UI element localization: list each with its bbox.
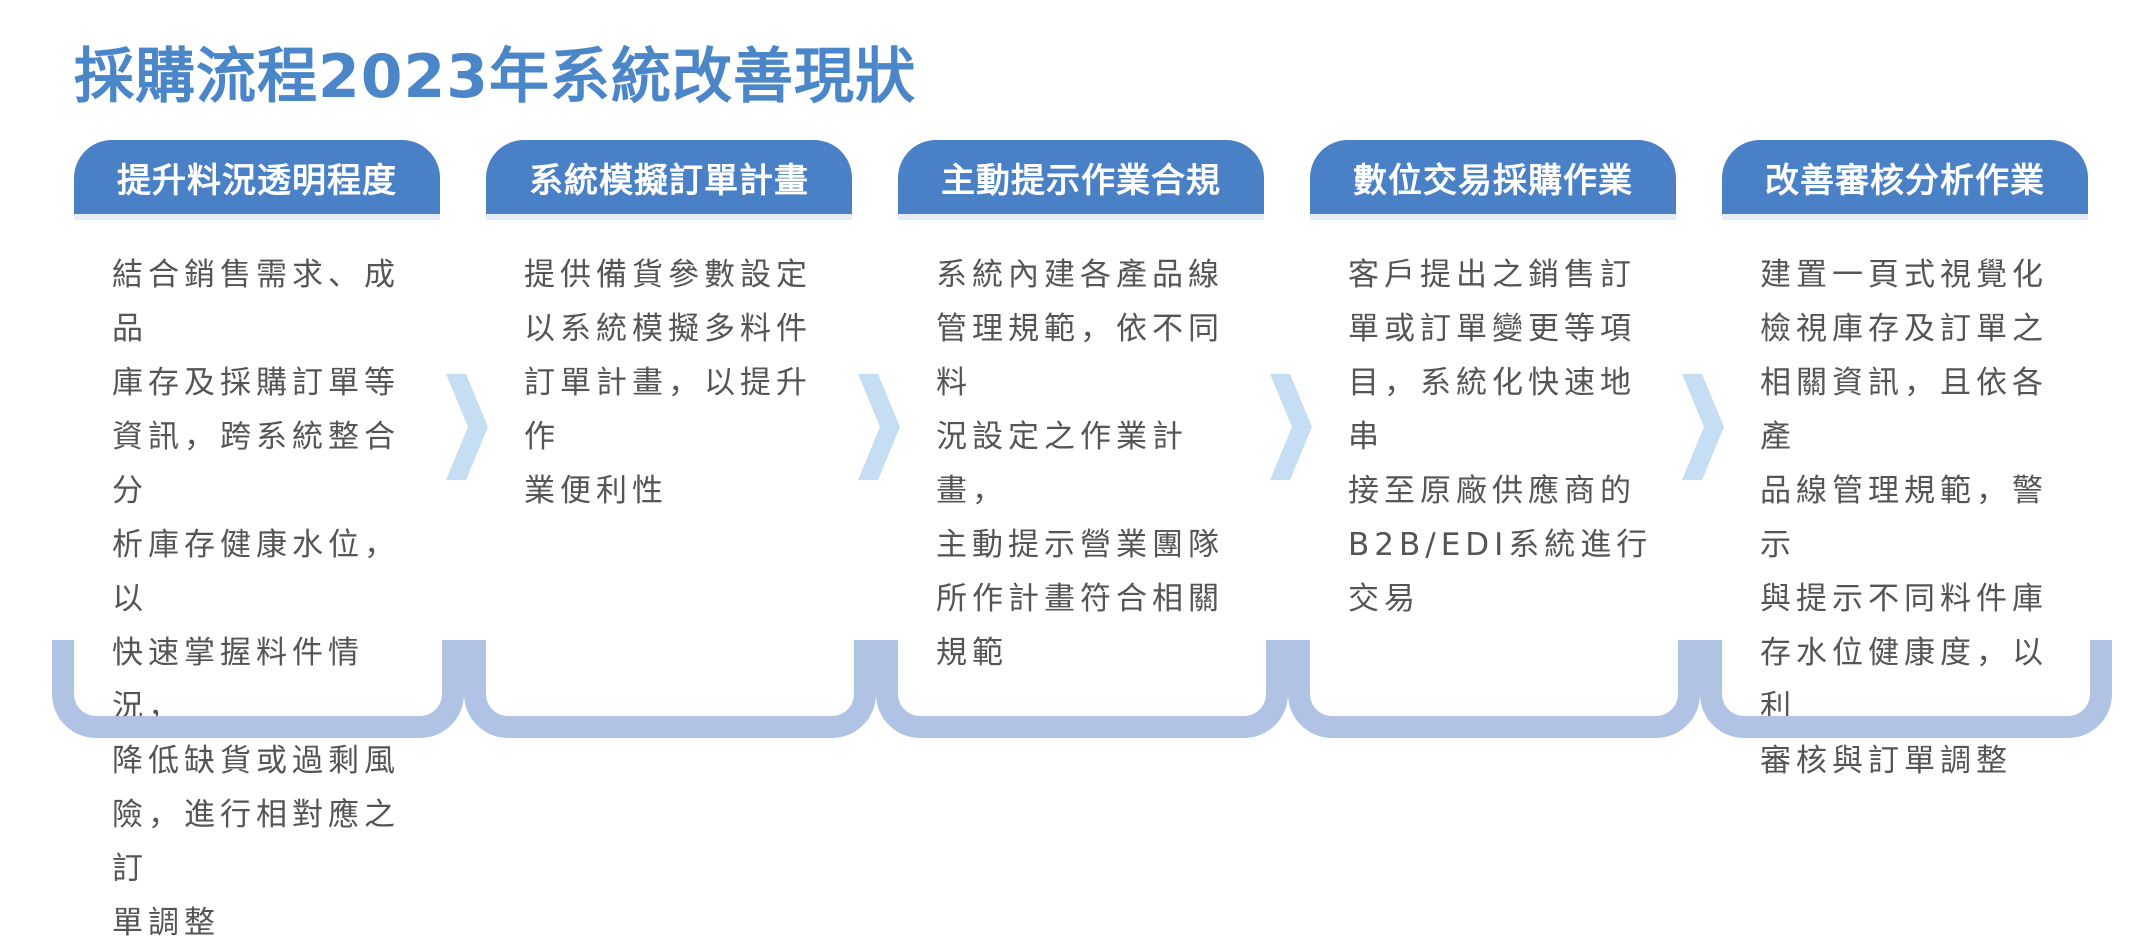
step-header: 改善審核分析作業 — [1722, 140, 2088, 220]
process-step-5: 改善審核分析作業 建置一頁式視覺化 檢視庫存及訂單之 相關資訊，且依各產 品線管… — [1700, 140, 2112, 779]
step-header: 系統模擬訂單計畫 — [486, 140, 852, 220]
step-title: 系統模擬訂單計畫 — [529, 160, 809, 201]
step-bracket — [1700, 640, 2112, 738]
step-title: 改善審核分析作業 — [1765, 160, 2045, 201]
step-description: 結合銷售需求、成品 庫存及採購訂單等 資訊，跨系統整合分 析庫存健康水位，以 快… — [112, 257, 400, 941]
step-description: 提供備貨參數設定 以系統模擬多料件 訂單計畫，以提升作 業便利性 — [524, 257, 812, 509]
step-bracket — [52, 640, 464, 738]
step-bracket — [464, 640, 876, 738]
step-header: 數位交易採購作業 — [1310, 140, 1676, 220]
step-description: 建置一頁式視覺化 檢視庫存及訂單之 相關資訊，且依各產 品線管理規範，警示 與提… — [1760, 257, 2048, 779]
chevron-right-icon — [858, 374, 900, 480]
chevron-right-icon — [1270, 374, 1312, 480]
step-title: 數位交易採購作業 — [1353, 160, 1633, 201]
step-header: 提升料況透明程度 — [74, 140, 440, 220]
step-header: 主動提示作業合規 — [898, 140, 1264, 220]
step-bracket — [1288, 640, 1700, 738]
step-title: 主動提示作業合規 — [941, 160, 1221, 201]
process-step-1: 提升料況透明程度 結合銷售需求、成品 庫存及採購訂單等 資訊，跨系統整合分 析庫… — [52, 140, 464, 941]
step-description: 系統內建各產品線 管理規範，依不同料 況設定之作業計畫， 主動提示營業團隊 所作… — [936, 257, 1224, 671]
page-title: 採購流程2023年系統改善現狀 — [74, 42, 916, 112]
process-step-2: 系統模擬訂單計畫 提供備貨參數設定 以系統模擬多料件 訂單計畫，以提升作 業便利… — [464, 140, 876, 738]
chevron-right-icon — [446, 374, 488, 480]
process-step-3: 主動提示作業合規 系統內建各產品線 管理規範，依不同料 況設定之作業計畫， 主動… — [876, 140, 1288, 738]
step-bracket — [876, 640, 1288, 738]
step-description: 客戶提出之銷售訂 單或訂單變更等項 目，系統化快速地串 接至原廠供應商的 B2B… — [1348, 257, 1653, 617]
step-title: 提升料況透明程度 — [117, 160, 397, 201]
process-step-4: 數位交易採購作業 客戶提出之銷售訂 單或訂單變更等項 目，系統化快速地串 接至原… — [1288, 140, 1700, 738]
chevron-right-icon — [1682, 374, 1724, 480]
